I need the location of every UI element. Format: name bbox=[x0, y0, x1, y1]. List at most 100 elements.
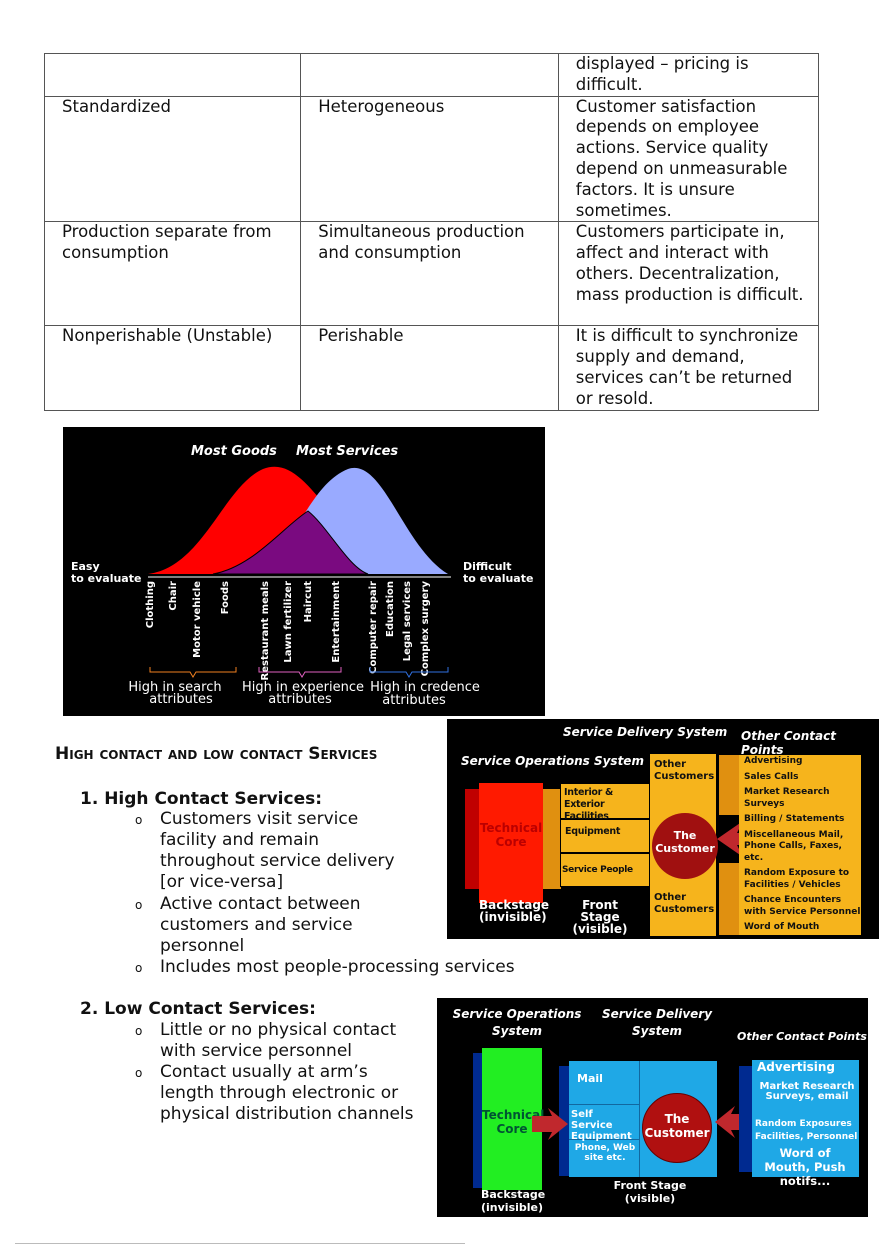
item-label: Restaurant meals bbox=[260, 581, 271, 681]
credence-group-label: High in credence bbox=[370, 680, 480, 695]
bullet-icon: o bbox=[135, 1066, 143, 1080]
difficult-label: Difficult bbox=[463, 560, 512, 573]
the-customer: The Customer bbox=[642, 1093, 712, 1163]
most-goods-label: Most Goods bbox=[191, 444, 277, 459]
item-label: Education bbox=[385, 581, 396, 637]
bullet-icon: o bbox=[135, 813, 143, 827]
item-label: Lawn fertilizer bbox=[283, 581, 294, 663]
contact-item: Word of Mouth bbox=[744, 922, 820, 932]
table-cell: Heterogeneous bbox=[300, 95, 559, 223]
other-points-label: Other Contact Points bbox=[737, 1030, 867, 1043]
front-item: Self Service Equipment bbox=[569, 1104, 639, 1142]
easy-label: Easy bbox=[71, 560, 100, 573]
high-contact-title: 1. High Contact Services: bbox=[80, 789, 323, 809]
table-cell: It is difficult to synchronize supply an… bbox=[557, 325, 820, 411]
contact-item: Random Exposure to Facilities / Vehicles bbox=[744, 868, 850, 890]
front-item: Phone, Web site etc. bbox=[574, 1143, 636, 1163]
list-item: Active contact between customers and ser… bbox=[160, 894, 361, 956]
goods-vs-services-table: displayed – pricing is difficult. Standa… bbox=[43, 53, 820, 411]
other-points-label: Other Contact Points bbox=[741, 729, 836, 757]
contact-item: Advertising bbox=[757, 1060, 835, 1074]
contact-item: Market Research Surveys bbox=[744, 787, 830, 809]
delivery-label: Service Delivery System bbox=[563, 725, 728, 739]
front-item: Service People bbox=[560, 853, 650, 887]
difficult-label-2: to evaluate bbox=[463, 572, 533, 585]
table-cell: Perishable bbox=[300, 325, 559, 411]
front-item: Mail bbox=[577, 1072, 603, 1085]
table-cell: Production separate from consumption bbox=[43, 221, 302, 327]
contact-item: Advertising bbox=[744, 756, 803, 766]
frontstage-label: Front Stage (visible) bbox=[572, 898, 628, 936]
bullet-icon: o bbox=[135, 1024, 143, 1038]
arrow-icon bbox=[532, 1108, 568, 1140]
delivery-label: Service Delivery System bbox=[601, 1007, 713, 1038]
contacts-box bbox=[752, 1060, 859, 1177]
other-customers-label: Other Customers bbox=[654, 892, 715, 915]
table-cell: Simultaneous production and consumption bbox=[300, 221, 559, 327]
table-cell: Customer satisfaction depends on employe… bbox=[557, 95, 820, 223]
operations-label: Service Operations System bbox=[452, 1007, 582, 1038]
low-contact-title: 2. Low Contact Services: bbox=[80, 999, 316, 1019]
list-item: Little or no physical contact with servi… bbox=[160, 1020, 397, 1061]
table-cell: Standardized bbox=[43, 95, 302, 223]
bullet-icon: o bbox=[135, 898, 143, 912]
front-side bbox=[543, 789, 561, 889]
other-customers-label: Other Customers bbox=[654, 759, 715, 782]
table-cell bbox=[43, 53, 302, 97]
item-label: Entertainment bbox=[331, 581, 342, 663]
high-contact-figure: Service Delivery System Other Contact Po… bbox=[447, 719, 879, 939]
contacts-side bbox=[719, 863, 741, 935]
footer-rule bbox=[15, 1243, 465, 1244]
section-heading: High contact and low contact Services bbox=[55, 744, 378, 764]
list-item: Contact usually at arm’s length through … bbox=[160, 1062, 414, 1124]
backstage-label: Backstage (invisible) bbox=[479, 898, 550, 924]
item-label: Foods bbox=[220, 581, 231, 614]
list-item: Customers visit service facility and rem… bbox=[160, 809, 395, 892]
credence-group-label-2: attributes bbox=[382, 693, 446, 708]
contact-item: Billing / Statements bbox=[744, 814, 845, 824]
credence-brace bbox=[369, 667, 449, 678]
list-item: Includes most people-processing services bbox=[160, 957, 515, 977]
contacts-box bbox=[739, 755, 861, 935]
overlap-area bbox=[212, 510, 369, 575]
item-label: Chair bbox=[168, 581, 179, 611]
core-side bbox=[473, 1053, 483, 1188]
item-label: Complex surgery bbox=[420, 581, 431, 677]
experience-group-label: High in experience bbox=[242, 680, 364, 695]
frontstage-label: Front Stage (visible) bbox=[613, 1179, 687, 1205]
arrow-icon bbox=[717, 821, 745, 857]
item-label: Clothing bbox=[145, 581, 156, 628]
table-cell: Customers participate in, affect and int… bbox=[557, 221, 820, 327]
bullet-icon: o bbox=[135, 961, 143, 975]
most-services-label: Most Services bbox=[296, 444, 398, 459]
experience-group-label-2: attributes bbox=[268, 692, 332, 707]
item-label: Computer repair bbox=[368, 581, 379, 674]
table-row: displayed – pricing is difficult. bbox=[43, 53, 820, 97]
experience-brace bbox=[258, 667, 342, 678]
table-cell: Nonperishable (Unstable) bbox=[43, 325, 302, 411]
contact-item: Random Exposures Facilities, Personnel bbox=[755, 1119, 858, 1142]
easy-label-2: to evaluate bbox=[71, 572, 141, 585]
search-brace bbox=[149, 667, 237, 678]
table-cell bbox=[300, 53, 559, 97]
the-customer: The Customer bbox=[652, 813, 718, 879]
operations-label: Service Operations System bbox=[461, 754, 644, 768]
evaluation-curves: Most Goods Most Services Easy to evaluat… bbox=[71, 444, 533, 708]
item-label: Motor vehicle bbox=[192, 581, 203, 658]
contact-item: Market Research Surveys, email bbox=[759, 1081, 855, 1102]
evaluation-continuum-figure: Most Goods Most Services Easy to evaluat… bbox=[63, 427, 545, 716]
search-group-label: High in search bbox=[128, 680, 221, 695]
item-label: Haircut bbox=[303, 581, 314, 623]
contact-item: Miscellaneous Mail, Phone Calls, Faxes, … bbox=[744, 829, 844, 863]
low-contact-figure: Service Operations System Service Delive… bbox=[437, 998, 868, 1217]
contact-item: Sales Calls bbox=[744, 771, 799, 782]
table-cell: displayed – pricing is difficult. bbox=[557, 53, 820, 97]
backstage-label: Backstage (invisible) bbox=[481, 1188, 546, 1214]
technical-core: Technical Core bbox=[479, 783, 543, 903]
search-group-label-2: attributes bbox=[149, 692, 213, 707]
front-item: Interior & Exterior Facilities bbox=[560, 783, 650, 822]
